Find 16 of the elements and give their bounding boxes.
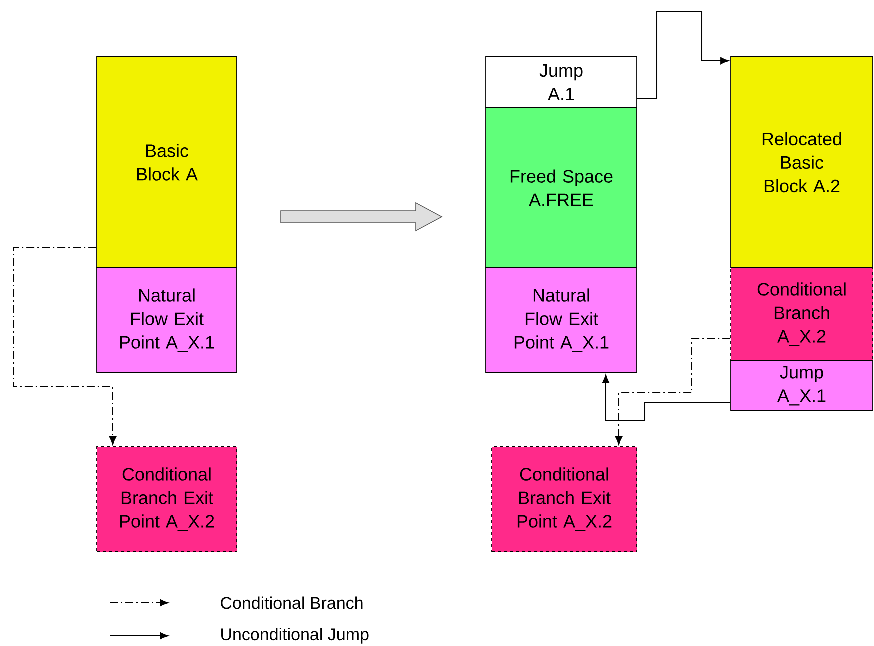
jump-box: Jump A_X.1: [730, 360, 874, 412]
exit-box: Natural Flow Exit Point A_X.1: [96, 268, 238, 374]
legend-label: Conditional Branch: [221, 596, 363, 610]
exit-box: Conditional Branch Exit Point A_X.2: [96, 446, 238, 552]
freed-box: Freed Space A.FREE: [486, 108, 638, 268]
arrow: [602, 374, 732, 422]
exit-box: Conditional Branch Exit Point A_X.2: [492, 446, 638, 552]
arrow: [636, 12, 730, 100]
legend-label: Unconditional Jump: [222, 628, 369, 644]
arrow: [14, 248, 117, 446]
block-box: Basic Block A: [96, 56, 238, 268]
block-box: Relocated Basic Block A.2: [730, 56, 874, 268]
exit-box: Natural Flow Exit Point A_X.1: [486, 268, 638, 374]
jump-box: Jump A.1: [486, 56, 638, 108]
arrow: [615, 338, 732, 446]
branch-box: Conditional Branch A_X.2: [730, 268, 874, 362]
